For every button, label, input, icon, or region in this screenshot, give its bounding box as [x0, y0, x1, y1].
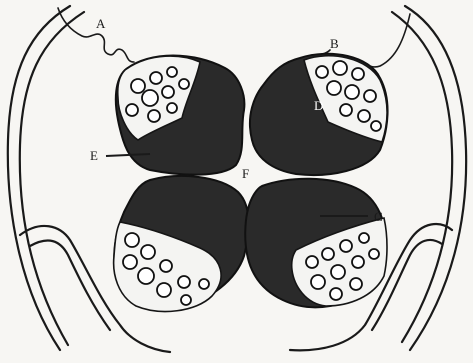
- label-f: F: [242, 166, 249, 181]
- label-e: E: [90, 148, 98, 163]
- label-b: B: [330, 36, 339, 51]
- label-a: A: [96, 16, 106, 31]
- outer-wall-left: [8, 6, 84, 350]
- label-d: D: [314, 98, 323, 113]
- outer-wall-right: [392, 6, 466, 350]
- label-c: C: [374, 209, 383, 224]
